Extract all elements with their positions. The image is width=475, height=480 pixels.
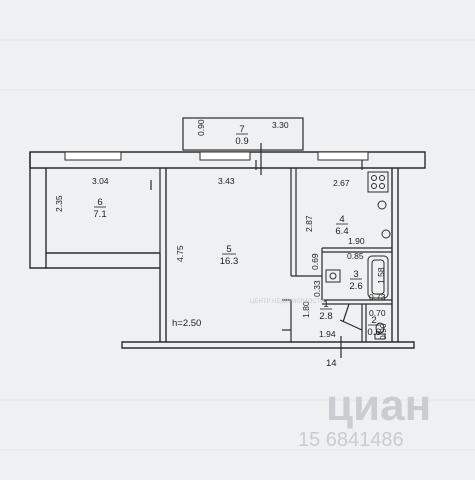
dimension-labels: 3.30 0.90 3.04 2.35 3.43 4.75 2.67 2.87 … — [54, 119, 388, 340]
room-4-number: 4 — [339, 214, 344, 225]
room-5-number: 5 — [226, 244, 231, 255]
dim-room5-depth: 4.75 — [175, 245, 185, 262]
bathtub-icon — [367, 255, 389, 299]
stove-icon — [367, 171, 389, 193]
sheet-number: 14 — [326, 358, 337, 369]
dim-hall-c: 1.80 — [301, 301, 311, 318]
room-6-area: 7.1 — [93, 209, 106, 220]
dim-room5-width: 3.43 — [218, 176, 235, 186]
balcony-outline — [182, 117, 304, 151]
dim-bath-width: 1.90 — [348, 236, 365, 246]
room-4-area: 6.4 — [335, 226, 348, 237]
dim-wc-width: 0.70 — [369, 308, 386, 318]
room-7-number: 7 — [239, 124, 244, 135]
door-marks — [150, 143, 363, 358]
room-3-number: 3 — [353, 269, 358, 280]
dim-kitchen-width: 2.67 — [333, 178, 350, 188]
room-7-area: 0.9 — [235, 136, 248, 147]
room-1-area: 2.8 — [319, 311, 332, 322]
dim-hall-width: 1.94 — [319, 329, 336, 339]
room-1-number: 1 — [323, 299, 328, 310]
paper-texture — [0, 39, 475, 451]
dim-room6-width: 3.04 — [92, 176, 109, 186]
room-5-area: 16.3 — [220, 256, 239, 267]
dim-bath-small: 0.85 — [347, 251, 364, 261]
outer-walls — [29, 151, 426, 349]
watermark-brand: циан — [326, 381, 431, 430]
room-labels: 7 0.9 6 7.1 5 16.3 4 6.4 3 2.6 1 2.8 2 0… — [93, 124, 380, 338]
washbasin-icon — [325, 269, 341, 283]
partitions — [159, 168, 392, 342]
dim-room6-depth: 2.35 — [54, 195, 64, 212]
dim-bath-side: 1.58 — [376, 267, 386, 284]
windows — [64, 151, 369, 161]
room-2-area: 0.6 — [367, 327, 380, 338]
dim-bath-small2: 0.73 — [369, 292, 386, 302]
watermark-center-text: ЦЕНТР НЕДВИЖИМОСТИ — [250, 299, 324, 305]
watermark-id: 15 6841486 — [298, 429, 404, 451]
ceiling-height-label: h=2.50 — [172, 318, 201, 329]
toilet-icon — [374, 322, 386, 340]
watermark: ЦЕНТР НЕДВИЖИМОСТИ циан 15 6841486 — [250, 299, 431, 451]
dim-kitchen-depth: 2.87 — [304, 215, 314, 232]
dim-balcony-width: 3.30 — [272, 120, 289, 130]
dim-balcony-depth: 0.90 — [196, 119, 206, 136]
room-6-number: 6 — [97, 197, 102, 208]
dim-hall-b: 0.33 — [312, 280, 322, 297]
dim-hall-a: 0.69 — [310, 253, 320, 270]
room-3-area: 2.6 — [349, 281, 362, 292]
room-2-number: 2 — [371, 315, 376, 326]
kitchen-sink-icon — [377, 200, 391, 239]
dim-wc-depth: 0.90 — [378, 323, 388, 340]
